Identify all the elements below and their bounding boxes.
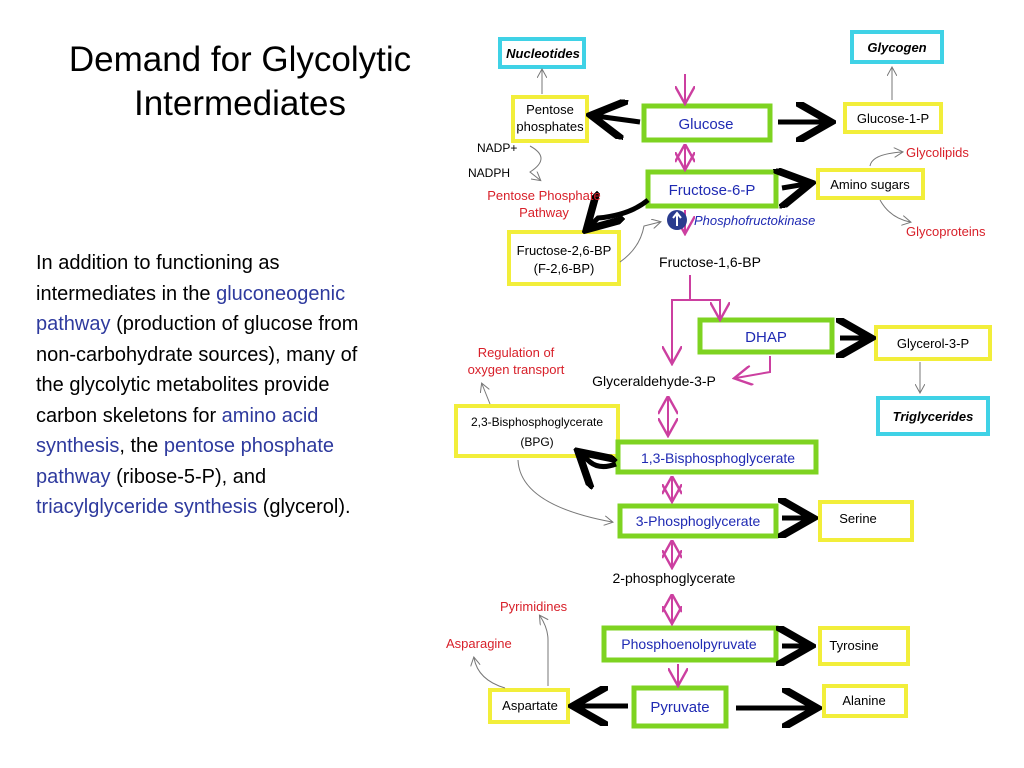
body-mid2: , the	[119, 435, 159, 457]
pg2-label: 2-phosphoglycerate	[613, 570, 736, 586]
tyrosine-label: Tyrosine	[829, 638, 878, 653]
regulation-label-1: Regulation of	[478, 345, 555, 360]
glucose-1p-label: Glucose-1-P	[857, 111, 929, 126]
link-triacylglyceride[interactable]: triacylglyceride synthesis	[36, 496, 258, 518]
bpg23-regulation-arrow	[482, 384, 491, 405]
regulation-label-2: oxygen transport	[468, 362, 565, 377]
bpg23-label-2: (BPG)	[520, 435, 553, 449]
pyruvate-label: Pyruvate	[650, 699, 709, 716]
pep-label: Phosphoenolpyruvate	[621, 636, 757, 652]
glycerol-3p-label: Glycerol-3-P	[897, 336, 969, 351]
pg3-label: 3-Phosphoglycerate	[636, 513, 761, 529]
dhap-label: DHAP	[745, 329, 787, 346]
pentose-label-1: Pentose	[526, 102, 574, 117]
f6p-f26bp-arrow	[590, 200, 650, 226]
f26bp-box	[507, 230, 621, 286]
ppp-label-2: Pathway	[519, 205, 569, 220]
pentose-label-2: phosphates	[516, 119, 584, 134]
bpg13-label: 1,3-Bisphosphoglycerate	[641, 450, 795, 466]
alanine-label: Alanine	[842, 693, 885, 708]
body-mid3: (ribose-5-P), and	[116, 465, 267, 488]
fructose-6p-label: Fructose-6-P	[669, 182, 756, 199]
slide-title: Demand for Glycolytic Intermediates	[68, 40, 412, 123]
link-pentose[interactable]: pentose phosphate pathway	[36, 435, 335, 488]
alanine-box	[822, 684, 908, 718]
dhap-gap-arrow	[736, 356, 771, 378]
up-arrow-icon	[672, 211, 682, 226]
nucleotides-label: Nucleotides	[506, 46, 580, 61]
glycogen-box	[850, 30, 944, 64]
glycolipids-label: Glycolipids	[906, 145, 969, 160]
body-end: (glycerol).	[262, 496, 351, 518]
f6p-aminosugars-arrow	[782, 184, 806, 188]
f16bp-label: Fructose-1,6-BP	[659, 254, 761, 270]
bpg13-box	[615, 439, 819, 475]
aspartate-label: Aspartate	[502, 698, 558, 713]
f26bp-label-2: (F-2,6-BP)	[534, 261, 595, 276]
f16bp-split-arrow	[672, 275, 691, 362]
f26bp-label-1: Fructose-2,6-BP	[517, 243, 612, 258]
ppp-label-1: Pentose Phosphate	[487, 188, 600, 203]
triglycerides-box	[876, 396, 990, 436]
serine-label: Serine	[839, 511, 877, 526]
link-gluconeogenic[interactable]: gluconeogenic pathway	[36, 282, 346, 336]
bpg23-pg3-arrow	[517, 459, 612, 522]
asparagine-label: Asparagine	[446, 636, 512, 651]
glycoproteins-label: Glycoproteins	[906, 224, 986, 239]
f26bp-pfk-arrow	[619, 222, 660, 263]
body-intro: In addition to functioning as intermedia…	[36, 252, 280, 305]
glycerol-3p-box	[874, 325, 992, 361]
pyrimidines-label: Pyrimidines	[500, 599, 568, 614]
aminosugars-glycolipids-arrow	[869, 152, 902, 167]
amino-sugars-label: Amino sugars	[830, 177, 910, 192]
aspartate-pyrimidines-arrow	[540, 616, 548, 686]
aspartate-asparagine-arrow	[474, 658, 506, 689]
f16bp-dhap-arrow	[690, 299, 720, 318]
dhap-box	[697, 317, 835, 355]
nadp-plus-label: NADP+	[477, 141, 517, 155]
body-paragraph: In addition to functioning as intermedia…	[36, 248, 366, 523]
glucose-1p-box	[843, 102, 943, 134]
aminosugars-glycoproteins-arrow	[879, 199, 910, 222]
nadph-label: NADPH	[468, 166, 510, 180]
pfk-label: Phosphofructokinase	[694, 213, 815, 228]
bpg23-box	[454, 404, 620, 458]
glucose-box	[641, 103, 773, 143]
glucose-pentose-arrow	[596, 116, 641, 122]
pyruvate-box	[631, 685, 729, 729]
triglycerides-label: Triglycerides	[893, 409, 974, 424]
bpg13-bpg23-arrow	[582, 455, 616, 467]
pg3-box	[617, 503, 779, 539]
glucose-label: Glucose	[678, 116, 733, 133]
tyrosine-box	[818, 626, 910, 666]
nucleotides-box	[498, 37, 586, 69]
body-mid1: (production of glucose from non-carbohyd…	[36, 313, 359, 427]
gap-label: Glyceraldehyde-3-P	[592, 373, 716, 389]
glycogen-label: Glycogen	[867, 40, 926, 55]
serine-box	[818, 500, 914, 542]
link-amino-acid[interactable]: amino acid synthesis	[36, 404, 319, 458]
nadp-curve-arrow	[529, 145, 541, 180]
bpg23-label-1: 2,3-Bisphosphoglycerate	[471, 415, 603, 429]
